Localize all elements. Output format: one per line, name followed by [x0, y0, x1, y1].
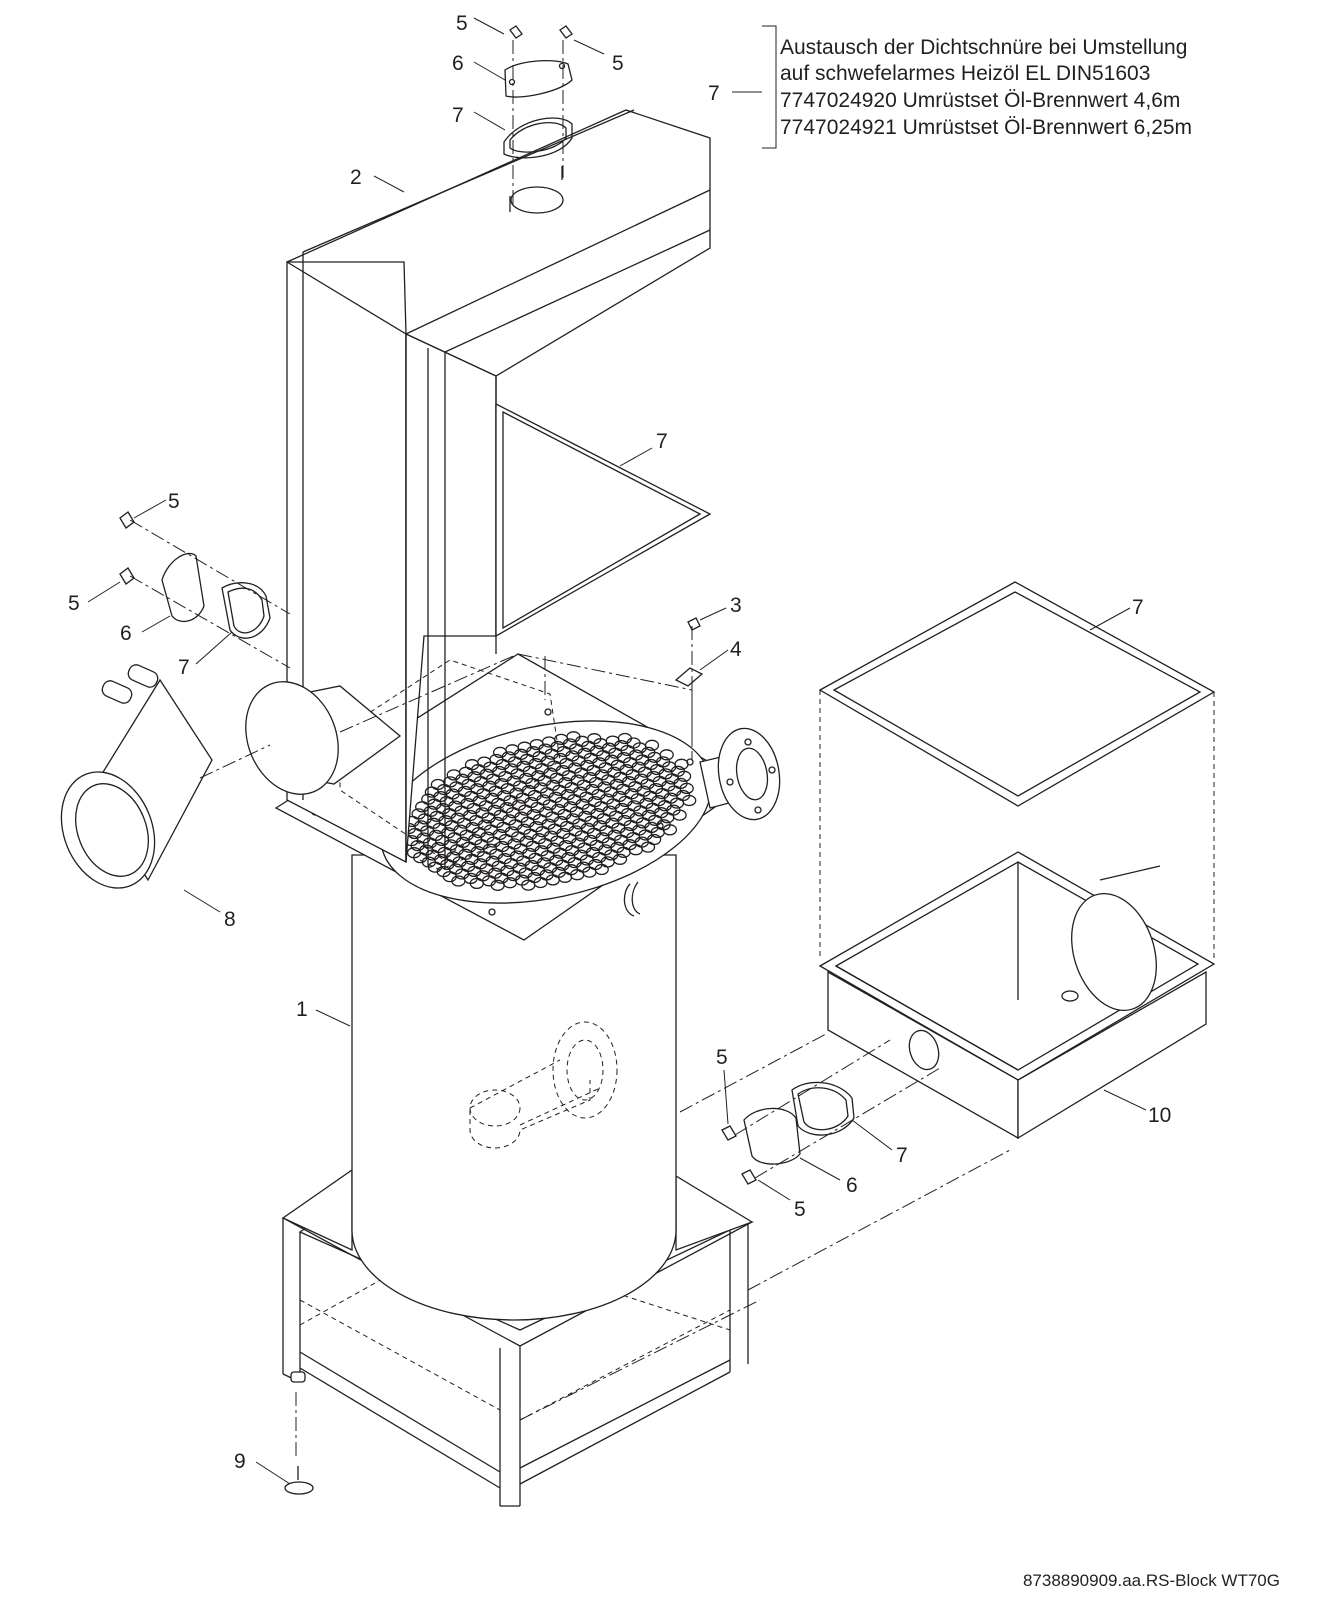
tube-sheet [274, 653, 750, 941]
clamp-coupling [60, 664, 213, 889]
callout-6: 6 [120, 622, 132, 645]
callout-7: 7 [656, 430, 668, 453]
callout-10: 10 [1148, 1104, 1171, 1127]
tube-holes [401, 731, 697, 891]
callout-6: 6 [846, 1174, 858, 1197]
front-cover-parts [519, 1033, 1011, 1421]
tube-hole [682, 794, 697, 807]
callout-3: 3 [730, 594, 742, 617]
tube-hole [676, 770, 692, 782]
callout-5: 5 [716, 1046, 728, 1069]
top-cover-parts [503, 25, 573, 208]
callout-5: 5 [168, 490, 180, 513]
drawing-reference: 8738890909.aa.RS-Block WT70G [1023, 1571, 1280, 1590]
gasket-rear [495, 402, 712, 638]
note-line-1: Austausch der Dichtschnüre bei Umstellun… [780, 36, 1187, 59]
tube-hole [612, 853, 628, 865]
callout-6: 6 [452, 52, 464, 75]
gasket-note: Austausch der Dichtschnüre bei Umstellun… [780, 36, 1192, 139]
left-cover-parts [119, 511, 291, 779]
callout-8: 8 [224, 908, 236, 931]
gasket-condensate-box [818, 581, 1216, 960]
condensate-box [818, 851, 1216, 1140]
tube-hole [644, 739, 660, 751]
leader-lines [87, 17, 1147, 1485]
callout-4: 4 [730, 638, 742, 661]
side-hood [245, 681, 402, 795]
note-line-4: 7747024921 Umrüstset Öl-Brennwert 6,25m [780, 116, 1192, 139]
tube-hole [672, 809, 687, 821]
leveling-foot [284, 1392, 314, 1495]
note-line-3: 7747024920 Umrüstset Öl-Brennwert 4,6m [780, 89, 1180, 112]
callout-7: 7 [1132, 596, 1144, 619]
tube-hole [662, 824, 678, 836]
callout-2: 2 [350, 166, 362, 189]
callout-5: 5 [456, 12, 468, 35]
flue-flange [699, 727, 781, 821]
callout-5: 5 [68, 592, 80, 615]
note-line-2: auf schwefelarmes Heizöl EL DIN51603 [780, 62, 1150, 85]
callout-7: 7 [178, 656, 190, 679]
tube-hole [646, 833, 662, 846]
callout-9: 9 [234, 1450, 246, 1473]
tube-hole [679, 782, 694, 795]
boiler-cylinder [281, 854, 754, 1321]
callout-5: 5 [612, 52, 624, 75]
callout-7: 7 [708, 82, 720, 105]
callout-5: 5 [794, 1198, 806, 1221]
callout-1: 1 [296, 998, 308, 1021]
tube-hole [659, 749, 674, 761]
callout-7: 7 [452, 104, 464, 127]
callout-7: 7 [896, 1144, 908, 1167]
